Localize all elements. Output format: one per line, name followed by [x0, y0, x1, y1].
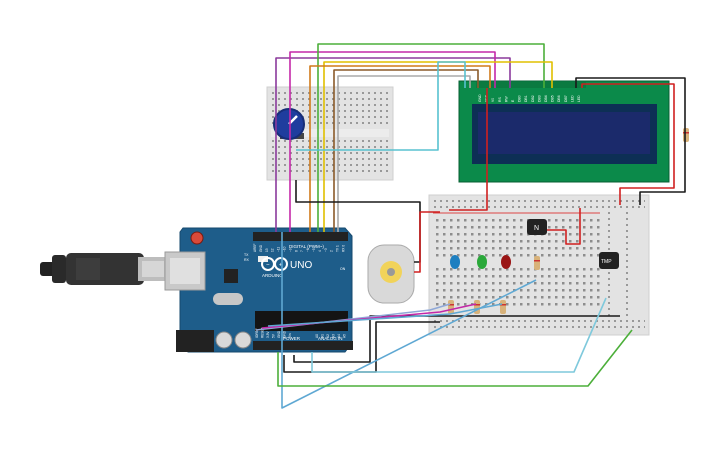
svg-text:+: + [279, 263, 283, 269]
board-model: UNO [290, 260, 312, 271]
potentiometer[interactable] [273, 108, 305, 140]
tx-label: TX [244, 253, 249, 257]
temperature-sensor[interactable]: TMP [599, 252, 619, 269]
resistor[interactable] [534, 256, 540, 270]
temp-sensor-label: TMP [601, 259, 612, 265]
digital-pin-label: ~5 [312, 248, 316, 252]
lcd-pin-label: LED [577, 95, 581, 102]
power-pin-label: RESET [261, 327, 265, 338]
arduino-logo: − + [261, 257, 288, 271]
analog-pin-label: A3 [332, 334, 336, 338]
wire-gray[interactable] [337, 75, 471, 232]
wire-red-lcd-right[interactable] [581, 83, 675, 205]
lcd-pin-label: DB3 [537, 95, 541, 102]
digital-pin-label: 2 [330, 250, 334, 252]
digital-pin-label: ~6 [306, 248, 310, 252]
wire-red-lcd[interactable] [449, 88, 488, 211]
power-pin-label: Vin [288, 333, 292, 338]
power-pin-label: IOREF [255, 328, 259, 338]
wire-green[interactable] [317, 43, 545, 232]
lcd-pin-label: DB6 [557, 95, 561, 102]
analog-pin-label: A1 [321, 334, 325, 338]
wire-green-gnd[interactable] [277, 329, 633, 387]
analog-pin-label: A5 [343, 334, 347, 338]
resistor[interactable] [474, 300, 480, 314]
wire-red-transistor[interactable] [547, 208, 581, 245]
digital-pin-label: 8 [294, 250, 298, 252]
resistor[interactable] [683, 128, 689, 142]
led-blue[interactable] [450, 255, 460, 269]
lcd-pin-label: DB0 [518, 95, 522, 102]
transistor-label: N [534, 225, 539, 232]
wire-magenta[interactable] [289, 51, 496, 232]
lcd-pin-label: DB4 [544, 95, 548, 102]
digital-pin-label: GND [259, 244, 263, 252]
digital-pin-label: 4 [318, 250, 322, 252]
digital-pin-label: 12 [271, 248, 275, 252]
dc-motor[interactable] [367, 244, 415, 304]
digital-pin-label: ~9 [288, 248, 292, 252]
rx-label: RX [244, 258, 250, 262]
wires[interactable] [255, 43, 686, 409]
lcd-pin-label: DB5 [551, 95, 555, 102]
lcd-pin-label: LED [570, 95, 574, 102]
wire-black-pot[interactable] [295, 180, 421, 263]
digital-pin-label: TX 1 [336, 245, 340, 252]
lcd-pin-label: DB2 [531, 95, 535, 102]
wire-red-bb[interactable] [414, 211, 440, 273]
led-red[interactable] [501, 255, 511, 269]
analog-pin-label: A4 [337, 334, 341, 338]
digital-pin-label: ~11 [277, 247, 281, 252]
analog-pin-label: A2 [326, 334, 330, 338]
wire-brown[interactable] [333, 69, 479, 232]
power-pin-label: GND [277, 330, 281, 338]
digital-pin-label: 7 [300, 250, 304, 252]
wire-orange[interactable] [309, 65, 491, 232]
usb-cable[interactable] [40, 253, 168, 285]
wire-blue-a0[interactable] [281, 232, 537, 409]
power-pin-label: 5V [272, 333, 276, 338]
wire-black-gnd[interactable] [293, 315, 620, 363]
digital-pin-label: AREF [253, 243, 257, 252]
analog-pin-label: A0 [315, 334, 319, 338]
digital-header-label: DIGITAL (PWM~) [289, 244, 324, 249]
on-label: ON [340, 267, 346, 271]
analog-header-label: ANALOG IN [318, 336, 343, 341]
wire-cyan-lcd[interactable] [296, 61, 466, 151]
board-brand: ARDUINO [262, 273, 283, 278]
wire-black-lcd[interactable] [575, 77, 686, 205]
lcd-pin-label: DB1 [524, 95, 528, 102]
wire-lightblue-a1[interactable] [311, 297, 607, 373]
led-green[interactable] [477, 255, 487, 269]
digital-pin-label: ~10 [283, 246, 287, 252]
transistor[interactable]: N [527, 219, 547, 235]
wire-purple[interactable] [275, 57, 511, 232]
reset-button[interactable] [190, 231, 204, 245]
power-pin-label: GND [283, 330, 287, 338]
power-header-label: POWER [283, 336, 301, 341]
resistor[interactable] [448, 300, 454, 314]
digital-pin-label: 13 [265, 248, 269, 252]
svg-text:−: − [266, 263, 270, 269]
lcd-pin-label: GND [478, 94, 482, 102]
resistor[interactable] [500, 300, 506, 314]
wire-led-3[interactable] [267, 303, 503, 327]
digital-pin-label: RX 0 [342, 245, 346, 252]
arduino-board[interactable]: − + UNO ARDUINO DIGITAL (PWM~) POWER ANA… [164, 227, 353, 353]
lcd-pin-label: RW [504, 96, 508, 102]
digital-pin-label: ~3 [324, 248, 328, 252]
power-pin-label: 3.3V [266, 331, 270, 338]
lcd-pin-label: V0 [491, 98, 495, 102]
lcd-pin-label: DB7 [564, 95, 568, 102]
lcd-pin-label: RS [498, 97, 502, 102]
lcd-pin-label: E [511, 99, 515, 102]
